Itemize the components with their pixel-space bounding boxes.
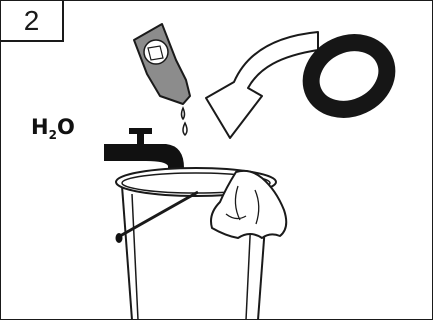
detergent-bottle-icon	[134, 24, 190, 104]
curved-arrow-icon	[206, 32, 318, 138]
liquid-drops	[182, 108, 188, 135]
